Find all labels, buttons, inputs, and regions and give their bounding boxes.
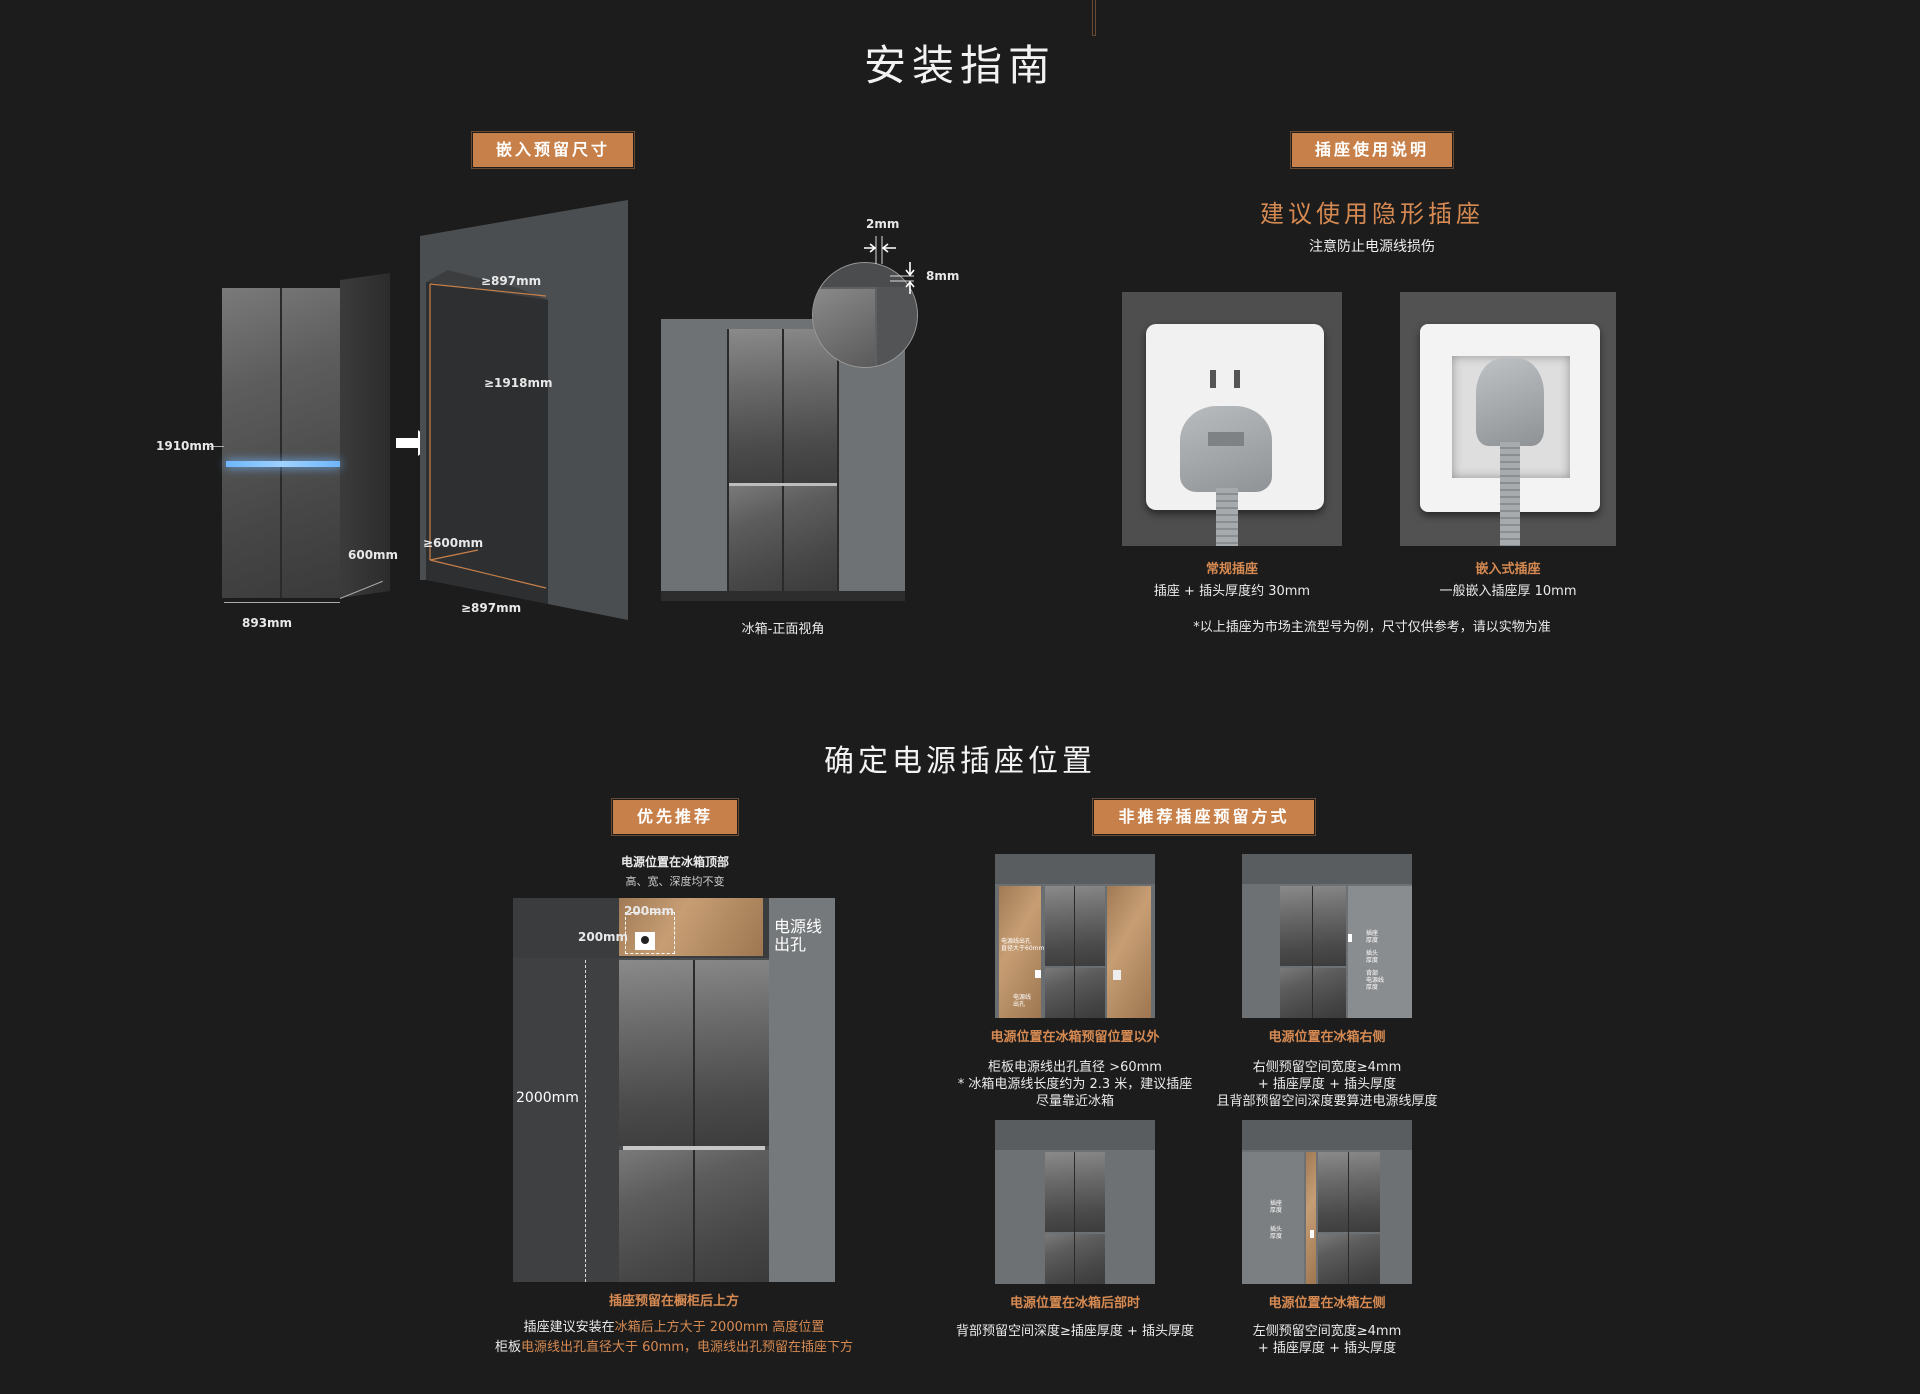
fridge-width-label: 893mm — [242, 616, 293, 630]
not-rec-line-1-3: 尽量靠近冰箱 — [915, 1090, 1235, 1109]
not-rec-image-3 — [995, 1120, 1155, 1284]
socket-regular-image — [1122, 292, 1342, 546]
gap-side-label: 2mm — [866, 217, 900, 231]
gap-top-label: 8mm — [926, 269, 960, 283]
not-rec-line-text: 背部预留空间深度≥插座厚度 + 插头厚度 — [955, 1324, 1195, 1339]
not-rec-line-2-1: 右侧预留空间宽度≥4mm — [1167, 1056, 1487, 1075]
niche-bottom-width-label: ≥897mm — [461, 601, 522, 615]
recommended-line1: 电源位置在冰箱顶部 — [620, 855, 729, 869]
mini-label: 出孔 — [1013, 1001, 1026, 1008]
socket-note: *以上插座为市场主流型号为例，尺寸仅供参考，请以实物为准 — [1193, 620, 1551, 635]
not-rec-line-text: 且背部预留空间深度要算进电源线厚度 — [1216, 1094, 1438, 1109]
not-rec-title-3: 电源位置在冰箱后部时 — [1009, 1296, 1140, 1311]
not-rec-line-text: + 插座厚度 + 插头厚度 — [1257, 1341, 1397, 1356]
not-rec-line-text: 柜板电源线出孔直径 >60mm — [988, 1060, 1162, 1075]
not-rec-line-4-2: + 插座厚度 + 插头厚度 — [1167, 1337, 1487, 1356]
tag-not-recommended: 非推荐插座预留方式 — [1092, 798, 1316, 836]
mini-label: 电源线 — [1013, 994, 1032, 1001]
mini-label: 厚度 — [1366, 937, 1379, 944]
recommended-image — [513, 898, 835, 1282]
mini-label: 电源线 — [1366, 977, 1385, 984]
front-view-caption: 冰箱-正面视角 — [741, 622, 825, 637]
fridge-height-label: 1910mm — [156, 439, 215, 453]
not-rec-image-4: 插座 厚度 插头 厚度 — [1242, 1120, 1412, 1284]
recommended-caption-title: 插座预留在橱柜后上方 — [608, 1294, 739, 1309]
niche-diagram — [418, 200, 628, 620]
not-rec-line-4-1: 左侧预留空间宽度≥4mm — [1167, 1320, 1487, 1339]
height-2000-label: 2000mm — [516, 1090, 579, 1106]
recommended-desc2-a: 柜板 — [494, 1340, 521, 1355]
not-rec-line-1-2: * 冰箱电源线长度约为 2.3 米，建议插座 — [915, 1073, 1235, 1092]
mini-label: 插座 — [1270, 1200, 1283, 1207]
socket-regular-desc: 插座 + 插头厚度约 30mm — [1153, 584, 1311, 599]
recommended-desc1-a: 插座建议安装在 — [523, 1320, 615, 1335]
not-rec-title-2: 电源位置在冰箱右侧 — [1268, 1030, 1386, 1045]
recommended-desc2: 柜板电源线出孔直径大于 60mm，电源线出孔预留在插座下方 — [443, 1336, 905, 1355]
mini-label: 直径大于60mm — [1001, 945, 1045, 952]
mini-label: 厚度 — [1366, 957, 1379, 964]
not-rec-line-text: 右侧预留空间宽度≥4mm — [1252, 1060, 1402, 1075]
not-rec-line-text: * 冰箱电源线长度约为 2.3 米，建议插座 — [957, 1077, 1193, 1092]
recommended-line2: 高、宽、深度均不变 — [625, 875, 725, 888]
niche-depth-label: ≥600mm — [423, 536, 484, 550]
not-rec-line-3-1: 背部预留空间深度≥插座厚度 + 插头厚度 — [915, 1320, 1235, 1339]
fridge-3d — [222, 272, 392, 606]
gap-arrows-icon — [862, 236, 922, 296]
mini-label: 插头 — [1366, 950, 1379, 957]
box-width-label: 200mm — [624, 904, 675, 918]
niche-height-label: ≥1918mm — [484, 376, 553, 390]
tag-embed-dimensions: 嵌入预留尺寸 — [471, 131, 635, 169]
cable-hole-label-2: 出孔 — [774, 935, 807, 954]
not-rec-image-2: 插座 厚度 插头 厚度 背部 电源线 厚度 — [1242, 854, 1412, 1018]
not-rec-line-2-2: + 插座厚度 + 插头厚度 — [1167, 1073, 1487, 1092]
mini-label: 厚度 — [1270, 1207, 1283, 1214]
tag-recommended: 优先推荐 — [611, 798, 739, 836]
cable-hole-label: 电源线 出孔 — [774, 918, 822, 954]
tag-socket-usage: 插座使用说明 — [1290, 131, 1454, 169]
not-rec-title-4: 电源位置在冰箱左侧 — [1268, 1296, 1386, 1311]
mini-label: 插头 — [1270, 1226, 1283, 1233]
not-rec-line-2-3: 且背部预留空间深度要算进电源线厚度 — [1167, 1090, 1487, 1109]
recommended-desc1: 插座建议安装在冰箱后上方大于 2000mm 高度位置 — [443, 1316, 905, 1335]
page-title: 安装指南 — [863, 41, 1056, 90]
socket-heading: 建议使用隐形插座 — [1260, 200, 1484, 228]
mini-label: 电源线出孔 — [1001, 938, 1032, 945]
recommended-desc2-b: 电源线出孔直径大于 60mm，电源线出孔预留在插座下方 — [521, 1340, 854, 1355]
socket-subheading: 注意防止电源线损伤 — [1309, 239, 1435, 255]
not-rec-line-1-1: 柜板电源线出孔直径 >60mm — [915, 1056, 1235, 1075]
mini-label: 插座 — [1366, 930, 1379, 937]
recommended-desc1-b: 冰箱后上方大于 2000mm 高度位置 — [614, 1320, 825, 1335]
socket-regular-title: 常规插座 — [1205, 562, 1258, 577]
socket-embedded-title: 嵌入式插座 — [1475, 562, 1541, 577]
not-rec-line-text: + 插座厚度 + 插头厚度 — [1257, 1077, 1397, 1092]
mini-label: 背部 — [1366, 970, 1379, 977]
cable-hole-label-1: 电源线 — [774, 917, 823, 936]
niche-top-width-label: ≥897mm — [481, 274, 542, 288]
socket-embedded-image — [1400, 292, 1616, 546]
mini-label: 厚度 — [1270, 1233, 1283, 1240]
mini-label: 厚度 — [1366, 984, 1379, 991]
magnifier-circle — [812, 262, 918, 368]
fridge-depth-label: 600mm — [348, 548, 399, 562]
not-rec-line-text: 左侧预留空间宽度≥4mm — [1252, 1324, 1402, 1339]
socket-embedded-desc: 一般嵌入插座厚 10mm — [1439, 584, 1577, 599]
not-rec-title-1: 电源位置在冰箱预留位置以外 — [990, 1030, 1160, 1045]
not-rec-image-1: 电源线出孔 直径大于60mm 电源线 出孔 — [995, 854, 1155, 1018]
section-power-title: 确定电源插座位置 — [824, 744, 1096, 779]
box-height-label: 200mm — [578, 930, 629, 944]
not-rec-line-text: 尽量靠近冰箱 — [1035, 1094, 1114, 1109]
